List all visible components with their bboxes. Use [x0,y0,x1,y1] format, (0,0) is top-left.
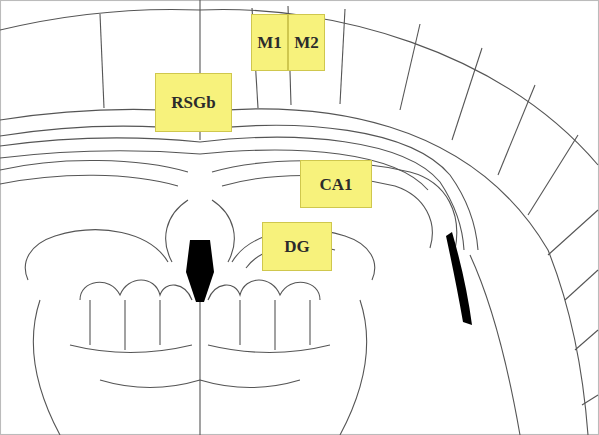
region-label-box: DG [262,222,332,271]
hippocampus-layer [212,200,234,262]
hippocampus-layer [0,175,178,186]
dentate-outline [232,230,375,280]
region-label-box: RSGb [155,73,232,132]
area-boundary [498,85,535,175]
lateral-boundary [470,255,520,435]
region-label-box: CA1 [300,160,372,208]
area-boundary [575,330,598,350]
region-name: RSGb [171,94,215,111]
area-boundary [100,14,104,108]
region-name: M1 [257,34,282,51]
area-boundary [340,9,345,104]
thalamus-outline [80,280,192,300]
dentate-outline [25,230,168,280]
cortex-surface [0,9,598,165]
lateral-ventricle [446,232,472,325]
region-label-box: M1 [251,14,288,71]
callosum-band [0,137,464,250]
area-boundary [548,210,598,255]
area-boundary [452,48,482,140]
hippocampus-outline [0,160,188,172]
region-name: M2 [294,34,319,51]
internal-capsule [33,300,366,435]
area-boundary [528,135,578,215]
hippocampus-layer [166,200,188,262]
area-boundary [400,24,420,110]
region-name: CA1 [319,176,352,193]
third-ventricle [186,240,214,302]
region-name: DG [284,238,310,255]
thalamus-outline [208,280,320,300]
area-boundary [565,270,598,300]
white-matter-boundary [0,109,588,435]
midline [199,300,200,435]
hippocampus-outline [212,161,457,250]
region-label-box: M2 [288,14,325,71]
area-boundary [582,395,598,405]
